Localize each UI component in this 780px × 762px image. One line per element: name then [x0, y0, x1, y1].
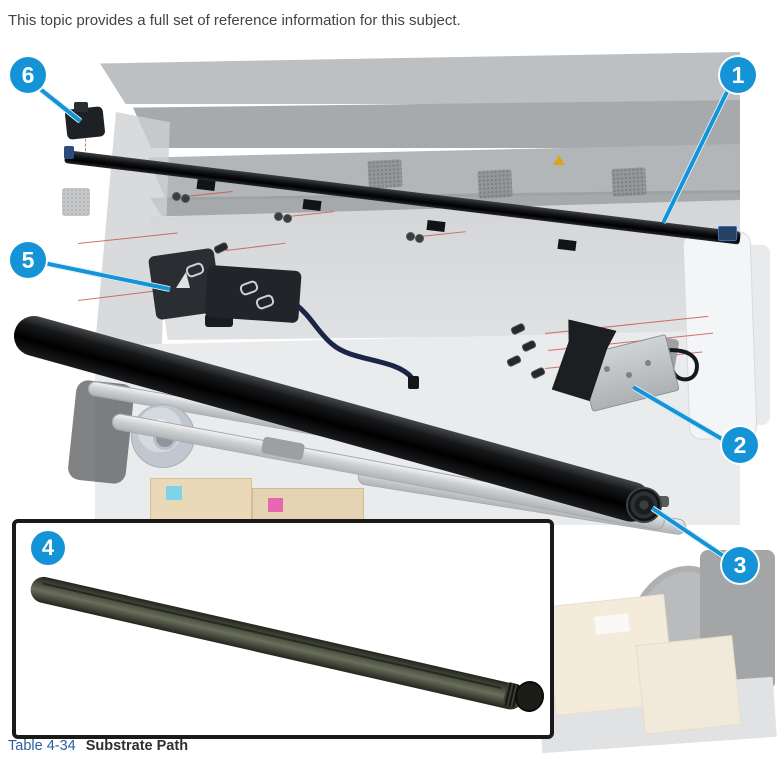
- latch-plate-hole: [645, 360, 651, 366]
- callout-1: 1: [720, 57, 756, 93]
- printer-upper-band: [133, 100, 740, 148]
- intro-text: This topic provides a full set of refere…: [8, 12, 461, 29]
- inset-detail-box: [12, 519, 554, 739]
- ink-box-cyan-chip: [166, 486, 182, 500]
- rail-clip-right: [718, 226, 737, 241]
- rail-clip-left: [64, 146, 74, 159]
- inset-roller-seam: [41, 582, 502, 690]
- callout-5: 5: [10, 242, 46, 278]
- callout-4: 4: [31, 531, 65, 565]
- sensor-part-6-top: [74, 102, 88, 112]
- roller-end-cap-part-3: [626, 487, 662, 523]
- vent-grille: [62, 188, 90, 216]
- screw: [415, 234, 424, 243]
- callout-6: 6: [10, 57, 46, 93]
- bracket-notch: [176, 272, 190, 288]
- bracket-part-5-right: [204, 264, 302, 324]
- inset-roller-part-4: [28, 574, 527, 712]
- ink-box: [150, 478, 252, 525]
- screw: [181, 194, 190, 203]
- latch-plate-hole: [626, 372, 632, 378]
- screw: [283, 214, 292, 223]
- callout-3: 3: [722, 547, 758, 583]
- callout-2: 2: [722, 427, 758, 463]
- table-caption: Table 4-34 Substrate Path: [8, 738, 188, 754]
- warning-triangle-icon: [553, 155, 565, 165]
- roller-end-stub: [656, 496, 669, 507]
- screw: [274, 212, 283, 221]
- screw: [406, 232, 415, 241]
- latch-plate-hole: [604, 366, 610, 372]
- cable-connector: [408, 376, 419, 389]
- ink-box-magenta-chip: [268, 498, 283, 512]
- screw: [172, 192, 181, 201]
- table-caption-label: Table 4-34: [8, 738, 76, 754]
- table-caption-title: Substrate Path: [85, 738, 189, 754]
